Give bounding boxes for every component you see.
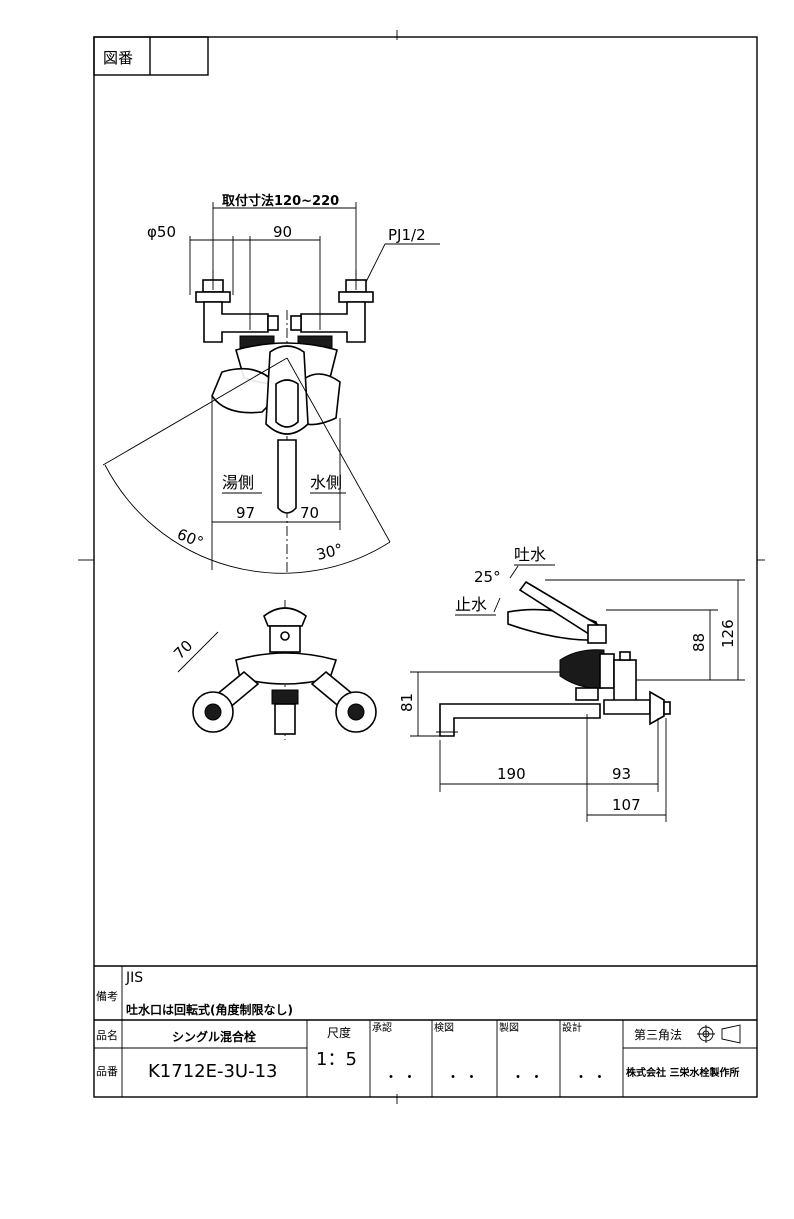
- front-spout: [277, 439, 297, 514]
- center-distance-label: 90: [273, 223, 292, 241]
- part-number: K1712E-3U-13: [148, 1061, 278, 1082]
- remarks-line2: 吐水口は回転式(角度制限なし): [126, 1002, 293, 1017]
- approved-marks: ・ ・: [384, 1070, 416, 1086]
- side-body: [559, 649, 605, 689]
- stop-label: 止水: [455, 595, 487, 614]
- checked-marks: ・ ・: [446, 1070, 478, 1086]
- remarks-line1: JIS: [125, 970, 143, 986]
- arm-length-label: 70: [170, 637, 196, 663]
- width-107-label: 107: [612, 796, 641, 814]
- hot-side-label: 湯側: [222, 473, 254, 492]
- lever-grip: [275, 379, 299, 428]
- lever-angle-label: 25°: [474, 568, 501, 586]
- height-88-label: 88: [690, 633, 708, 652]
- plan-lever-cap: [263, 607, 307, 627]
- height-81-label: 81: [398, 693, 416, 712]
- drawing-number-box: 図番: [93, 36, 209, 76]
- diameter-label: φ50: [147, 223, 176, 241]
- front-view: 取付寸法120~220 φ50 90 PJ1/2 湯側 水側 97 70 60°…: [102, 193, 440, 575]
- third-angle-symbol-icon: [697, 1024, 741, 1044]
- cold-distance-label: 70: [300, 504, 319, 522]
- product-name: シングル混合栓: [172, 1029, 256, 1044]
- angle-line-left: [102, 357, 288, 466]
- company-name: 株式会社 三栄水栓製作所: [626, 1066, 739, 1079]
- designed-label: 設計: [562, 1021, 582, 1034]
- title-block: 備考 JIS 吐水口は回転式(角度制限なし) 品名 シングル混合栓 品番 K17…: [94, 965, 757, 1097]
- scale-value: 1：5: [316, 1049, 357, 1070]
- mount-range-label: 取付寸法120~220: [222, 193, 339, 209]
- plan-view: 70: [170, 600, 377, 740]
- hot-inlet-elbow: [195, 279, 279, 349]
- cold-inlet-elbow: [290, 279, 374, 349]
- thread-leader: [365, 243, 386, 283]
- sheet-border: [93, 36, 758, 1098]
- angle-left-label: 60°: [175, 525, 206, 552]
- side-flange: [649, 690, 665, 726]
- side-valve: [613, 659, 637, 705]
- angle-line-right: [286, 357, 391, 543]
- drawn-marks: ・ ・: [511, 1070, 543, 1086]
- side-view: 吐水 25° 止水 88 126 81 190 93 107: [398, 545, 745, 822]
- hot-distance-label: 97: [236, 504, 255, 522]
- rotation-arc: [104, 464, 391, 574]
- side-elbow: [603, 699, 651, 715]
- approved-label: 承認: [372, 1021, 392, 1034]
- part-no-label: 品番: [96, 1065, 118, 1078]
- remarks-label: 備考: [96, 990, 118, 1003]
- scale-label: 尺度: [327, 1025, 351, 1040]
- drawing-number-label: 図番: [103, 49, 133, 67]
- width-190-label: 190: [497, 765, 526, 783]
- thread-label: PJ1/2: [388, 226, 426, 244]
- name-label: 品名: [96, 1028, 118, 1042]
- side-spout: [439, 703, 601, 737]
- height-126-label: 126: [719, 619, 737, 648]
- checked-label: 検図: [434, 1021, 454, 1034]
- width-93-label: 93: [612, 765, 631, 783]
- cold-side-label: 水側: [310, 473, 342, 492]
- designed-marks: ・ ・: [574, 1070, 606, 1086]
- plan-body: [235, 652, 338, 685]
- plan-spout: [274, 703, 296, 735]
- angle-right-label: 30°: [315, 540, 345, 564]
- plan-spout-nut: [271, 689, 299, 705]
- projection-label: 第三角法: [634, 1028, 682, 1042]
- spout-label: 吐水: [514, 545, 546, 564]
- drawn-label: 製図: [499, 1021, 519, 1034]
